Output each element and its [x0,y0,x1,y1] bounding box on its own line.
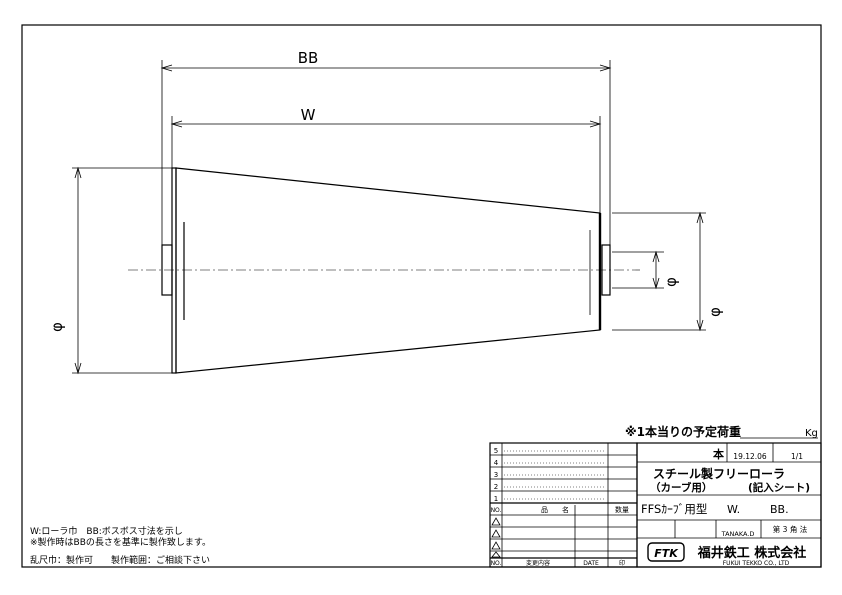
title-line-3: (記入シート) [748,481,810,494]
roller-body [175,167,601,374]
right-boss [601,244,611,296]
model-prefix: FFSｶｰﾌﾞ用型 [641,502,707,516]
note-line-1: W:ローラ巾 BB:ボスボス寸法を示し [30,525,183,537]
header-name: 品 名 [541,505,569,514]
footer-date: DATE [583,560,599,567]
model-bb: BB. [770,503,789,516]
bb-dimension-label: BB [298,49,319,67]
company-name-en: FUKUI TEKKO CO., LTD [723,560,790,567]
header-no: NO. [491,507,502,514]
small-diameter-phi: φ [706,307,724,317]
shaft-diameter-phi: φ [662,277,680,287]
large-diameter-phi: φ [48,322,66,332]
note-line-2: ※製作時はBBの長さを基準に製作致します。 [30,536,211,548]
left-boss [161,244,173,296]
footer-no: NO. [491,560,502,567]
note-line-3: 乱尺巾：製作可 製作範囲：ご相談下さい [30,554,210,566]
header-qty: 数量 [615,505,629,514]
row-number: 4 [494,459,499,467]
title-block: 本 19.12.06 1/1 スチール製フリーローラ （カーブ用） (記入シート… [636,442,822,568]
sheet-frame [21,24,822,568]
footer-content: 変更内容 [526,559,550,567]
footer-sign: 印 [619,560,625,567]
load-note-label: ※1本当りの予定荷重 [625,424,741,439]
quantity-unit: 本 [713,447,724,461]
load-note-unit: Kg [805,428,818,439]
row-number: 1 [494,495,498,503]
title-line-2: （カーブ用） [650,481,712,494]
ftk-logo-box [647,542,685,562]
projection-method: 第 3 角 法 [773,524,808,534]
row-number: 3 [494,471,498,479]
revision-table: 5 4 3 2 1 NO. 品 名 数量 NO. 変更内容 DATE 印 [489,442,638,568]
roller-drawing: BB W φ φ φ [48,49,724,375]
sheet-number: 1/1 [791,452,803,461]
w-dimension-label: W [301,106,316,124]
drafter-name: TANAKA.D [721,530,755,538]
row-number: 5 [494,447,498,455]
row-number: 2 [494,483,498,491]
company-name-jp: 福井鉄工 株式会社 [697,545,807,561]
model-w: W. [727,503,740,516]
ftk-logo: FTK [654,547,679,560]
title-line-1: スチール製フリーローラ [653,466,785,481]
drawing-date: 19.12.06 [733,452,767,461]
